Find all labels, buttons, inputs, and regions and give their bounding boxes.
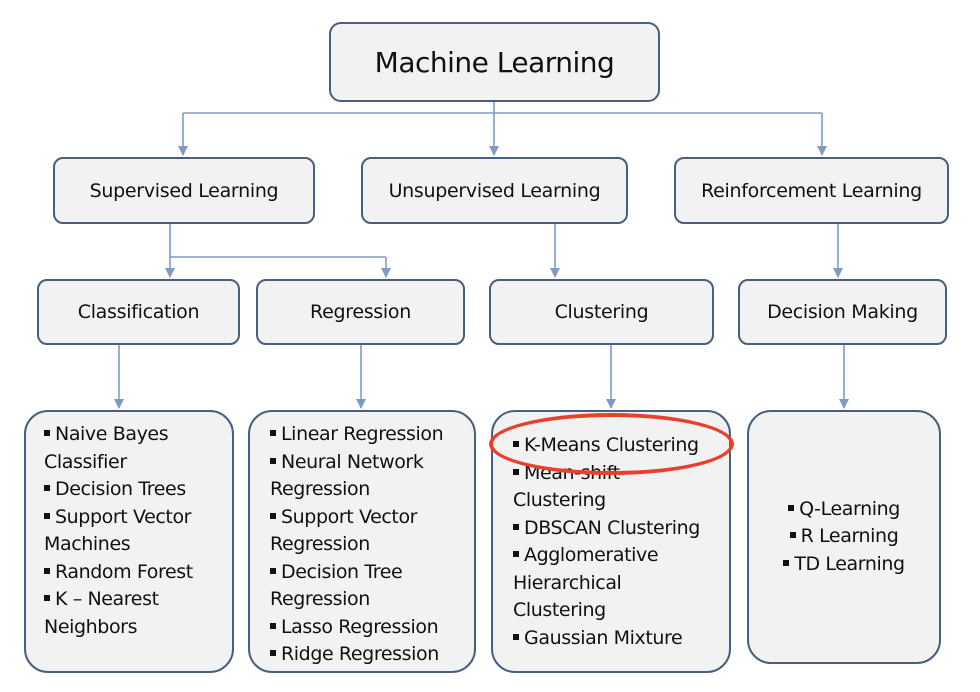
list-item: Support Vector: [270, 504, 466, 532]
list-item: Clustering: [513, 489, 606, 511]
supervised-learning-label: Supervised Learning: [89, 179, 279, 202]
list-item: Q-Learning: [788, 496, 900, 524]
list-item: TD Learning: [783, 551, 905, 579]
bullet-icon: [788, 504, 795, 511]
list-item: Machines: [44, 533, 131, 555]
bullet-icon: [44, 595, 50, 601]
list-item: Clustering: [513, 599, 606, 621]
classification-algorithms-box: Naive Bayes Classifier Decision Trees Su…: [24, 410, 234, 673]
bullet-icon: [270, 512, 276, 519]
bullet-icon: [513, 523, 519, 530]
bullet-icon: [44, 430, 50, 436]
decision-algorithms-box: Q-Learning R Learning TD Learning: [747, 410, 941, 664]
bullet-icon: [783, 559, 790, 566]
k-means-highlight-ellipse: [489, 413, 734, 475]
list-item: Agglomerative: [513, 542, 721, 570]
list-item: Decision Trees: [44, 476, 224, 504]
list-item: Random Forest: [44, 559, 224, 587]
machine-learning-node: Machine Learning: [329, 22, 660, 102]
list-item: Neighbors: [44, 615, 138, 638]
bullet-icon: [270, 567, 276, 574]
bullet-icon: [44, 567, 50, 574]
classification-node: Classification: [37, 279, 240, 345]
bullet-icon: [270, 457, 276, 464]
list-item: R Learning: [789, 523, 899, 551]
regression-algorithms-box: Linear Regression Neural Network Regress…: [248, 410, 476, 673]
decision-making-node: Decision Making: [738, 279, 947, 345]
regression-label: Regression: [310, 301, 411, 323]
decision-making-label: Decision Making: [767, 301, 918, 323]
bullet-icon: [44, 485, 50, 491]
list-item: K – Nearest: [44, 586, 224, 614]
list-item: Regression: [270, 588, 370, 610]
bullet-icon: [513, 633, 519, 640]
list-item: Regression: [270, 478, 370, 500]
list-item: Lasso Regression: [270, 614, 466, 642]
unsupervised-learning-node: Unsupervised Learning: [361, 157, 628, 224]
list-item: Support Vector: [44, 504, 224, 532]
bullet-icon: [513, 551, 519, 557]
list-item: Hierarchical: [513, 571, 622, 594]
supervised-learning-node: Supervised Learning: [53, 157, 315, 224]
machine-learning-label: Machine Learning: [374, 45, 615, 79]
list-item: Classifier: [44, 450, 127, 473]
list-item: Regression: [270, 533, 370, 555]
list-item: Naive Bayes: [44, 421, 224, 449]
bullet-icon: [270, 430, 276, 436]
list-item: Linear Regression: [270, 421, 466, 449]
bullet-icon: [270, 650, 276, 656]
list-item: Decision Tree: [270, 559, 466, 587]
bullet-icon: [789, 532, 796, 539]
list-item: DBSCAN Clustering: [513, 515, 721, 543]
unsupervised-learning-label: Unsupervised Learning: [388, 179, 601, 202]
reinforcement-learning-label: Reinforcement Learning: [701, 179, 922, 202]
list-item: Neural Network: [270, 449, 466, 477]
list-item: Gaussian Mixture: [513, 625, 721, 653]
bullet-icon: [513, 468, 519, 475]
reinforcement-learning-node: Reinforcement Learning: [674, 157, 949, 224]
bullet-icon: [44, 512, 50, 519]
regression-node: Regression: [256, 279, 465, 345]
bullet-icon: [270, 622, 276, 629]
clustering-label: Clustering: [554, 301, 649, 323]
list-item: Ridge Regression: [270, 641, 466, 669]
clustering-node: Clustering: [489, 279, 714, 345]
classification-label: Classification: [77, 301, 200, 323]
